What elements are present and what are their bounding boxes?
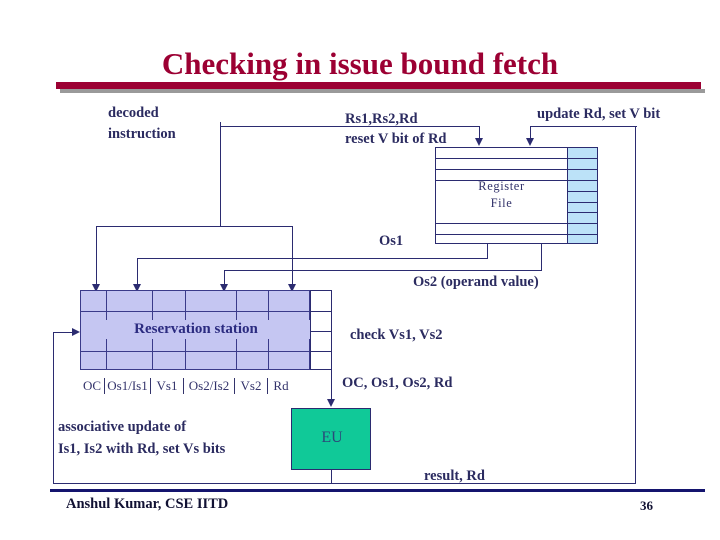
register-file: Register File [435,147,598,244]
register-file-valid-cell-divider [567,191,597,192]
register-file-row-divider [436,158,597,159]
register-file-row-divider [436,234,597,235]
arrow-decode-into-rs-rd [288,284,296,292]
label-update-rd-set-v-bit: update Rd, set V bit [537,106,661,122]
reservation-station-row-divider [81,311,309,312]
side-table-row-divider [311,351,331,352]
reservation-station-side-table [310,290,332,370]
wire-update-rd-top [530,126,637,127]
title-rule [56,82,701,89]
register-file-row-divider [436,169,597,170]
wire-os1-down [137,258,138,292]
wire-os2-down [224,270,225,292]
wire-result-bus-bottom [53,483,636,484]
wire-regfile-read-drop [479,126,480,140]
label-os2: Os2 (operand value) [413,274,539,290]
side-table-row-divider [311,311,331,312]
label-associative-update-line1: associative update of [58,419,187,435]
label-decoded-instruction-line2: instruction [108,126,176,142]
title-rule-shadow [60,89,705,93]
reservation-station-row-divider [81,351,309,352]
label-result-rd: result, Rd [424,468,485,484]
wire-result-bus-left [53,332,54,484]
register-file-label-line2: File [490,195,513,210]
wire-decoded-trunk [220,122,221,227]
register-file-label: Register File [436,178,567,212]
arrow-os2-into-rs [220,284,228,292]
label-reset-v-bit: reset V bit of Rd [345,131,447,147]
footer-rule [50,489,705,492]
wire-decode-branch-left [96,226,97,292]
register-file-row-divider [436,180,597,181]
wire-os2-to-rs [224,270,542,271]
label-decoded-instruction-line1: decoded [108,105,159,121]
arrow-regfile-read-input [475,138,483,146]
rs-column-header-rd: Rd [273,378,289,393]
wire-decode-branch-right [292,226,293,292]
execution-unit-label: EU [321,429,343,446]
rs-column-header-vs2: Vs2 [235,378,268,394]
register-file-valid-bit-column [567,148,597,243]
wire-result-into-rs [53,332,73,333]
register-file-valid-cell-divider [567,202,597,203]
register-file-row-divider [436,223,597,224]
wire-os1-drop [487,244,488,259]
arrow-regfile-write-input [526,138,534,146]
label-check-vs1-vs2: check Vs1, Vs2 [350,327,443,343]
reservation-station-label: Reservation station [81,320,311,339]
arrow-result-into-rs [72,328,80,336]
wire-result-bus-right [635,126,636,484]
register-file-valid-cell-divider [567,212,597,213]
arrow-os1-into-rs [133,284,141,292]
footer-page-number: 36 [640,498,653,513]
execution-unit: EU [291,408,371,470]
wire-eu-result-drop [331,470,332,484]
register-file-column-separator [567,148,568,243]
label-os1: Os1 [379,233,404,249]
label-oc-os1-os2-rd: OC, Os1, Os2, Rd [342,375,453,391]
wire-decode-to-regfile [220,126,480,127]
rs-column-header-vs1: Vs1 [151,378,184,394]
page-title: Checking in issue bound fetch [161,46,559,81]
label-associative-update-line2: Is1, Is2 with Rd, set Vs bits [58,441,226,457]
register-file-label-line1: Register [478,179,525,193]
wire-os2-drop [541,244,542,271]
wire-rs-to-eu [331,370,332,400]
label-rs1-rs2-rd: Rs1,Rs2,Rd [345,111,418,127]
rs-column-header-os1-is1: Os1/Is1 [105,378,151,394]
arrow-rs-into-eu [327,399,335,407]
side-table-row-divider [311,331,331,332]
rs-column-header-os2-is2: Os2/Is2 [184,378,235,394]
footer-author: Anshul Kumar, CSE IITD [66,496,229,512]
reservation-station: Reservation station [80,290,311,370]
wire-update-rd-drop [530,126,531,140]
wire-os1-to-rs [137,258,488,259]
wire-decode-branch-bar [96,226,293,227]
rs-column-header-oc: OC [80,378,105,394]
arrow-decode-into-rs-oc [92,284,100,292]
